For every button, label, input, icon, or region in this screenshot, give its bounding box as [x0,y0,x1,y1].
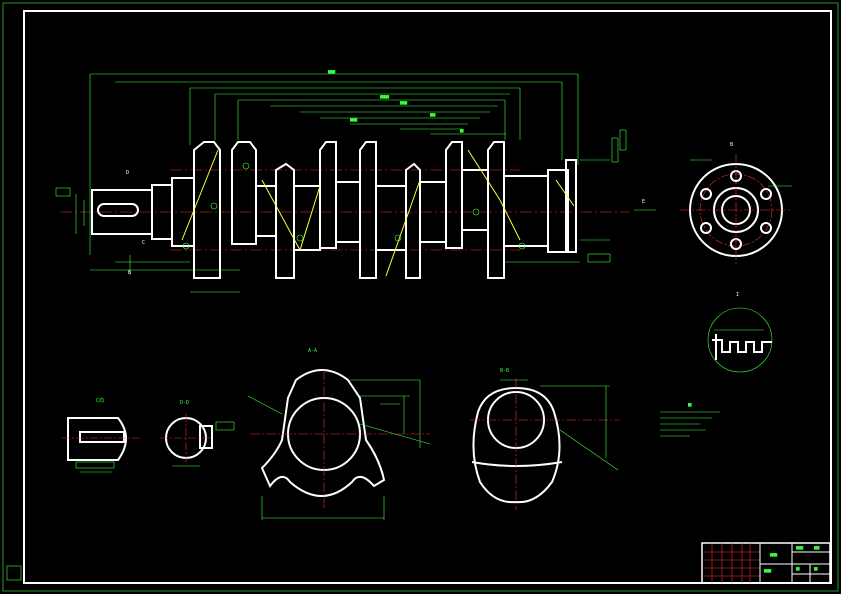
d-section-view: D-D [160,400,235,467]
svg-text:██: ██ [459,129,464,133]
flange-view-label: B [730,142,733,148]
section-label-left: A-A [308,348,317,354]
flange-view: B [680,142,792,266]
svg-text:███: ███ [429,113,436,117]
dimension-ladder [89,73,579,255]
section-label-right: B-B [500,368,509,374]
svg-text:██: ██ [813,567,818,571]
svg-text:███: ███ [813,546,820,550]
view-letter-d: D [126,170,129,176]
c-view: C向 [62,397,140,473]
title-block: ████ ████ ████ ███ ██ ██ [701,542,831,584]
right-dimension-brackets [580,129,627,263]
svg-text:████: ████ [795,546,803,550]
corner-mark [6,565,22,581]
svg-text:█████: █████ [379,95,389,99]
svg-text:████: ████ [399,101,407,105]
view-letter-b: B [128,270,131,276]
oil-hole-markers [181,149,575,277]
left-dimension-brackets [55,187,85,234]
c-view-label: C向 [96,397,104,404]
view-letter-c: C [142,240,145,246]
b-section-view: B-B [470,368,620,510]
bottom-dimensions [90,255,580,293]
technical-notes: ██ [660,403,720,437]
oil-holes [182,162,526,250]
d-view-label: D-D [180,400,189,406]
a-section-view: A-A [247,348,431,520]
svg-text:████: ████ [349,118,357,122]
dimension-texts: ████ █████ ████ ███ ████ ██ [327,70,464,133]
svg-text:██: ██ [795,567,800,571]
shaft-outline [91,141,577,279]
detail-i-view: I [707,292,773,373]
svg-text:██: ██ [687,403,692,407]
inner-border [23,10,832,584]
view-letter-e: E [642,199,645,205]
svg-text:████: ████ [763,569,771,573]
svg-text:████: ████ [769,553,777,557]
crankshaft-main-view: ████ █████ ████ ███ ████ ██ [55,70,656,293]
svg-text:████: ████ [327,70,335,74]
detail-label: I [736,292,739,298]
